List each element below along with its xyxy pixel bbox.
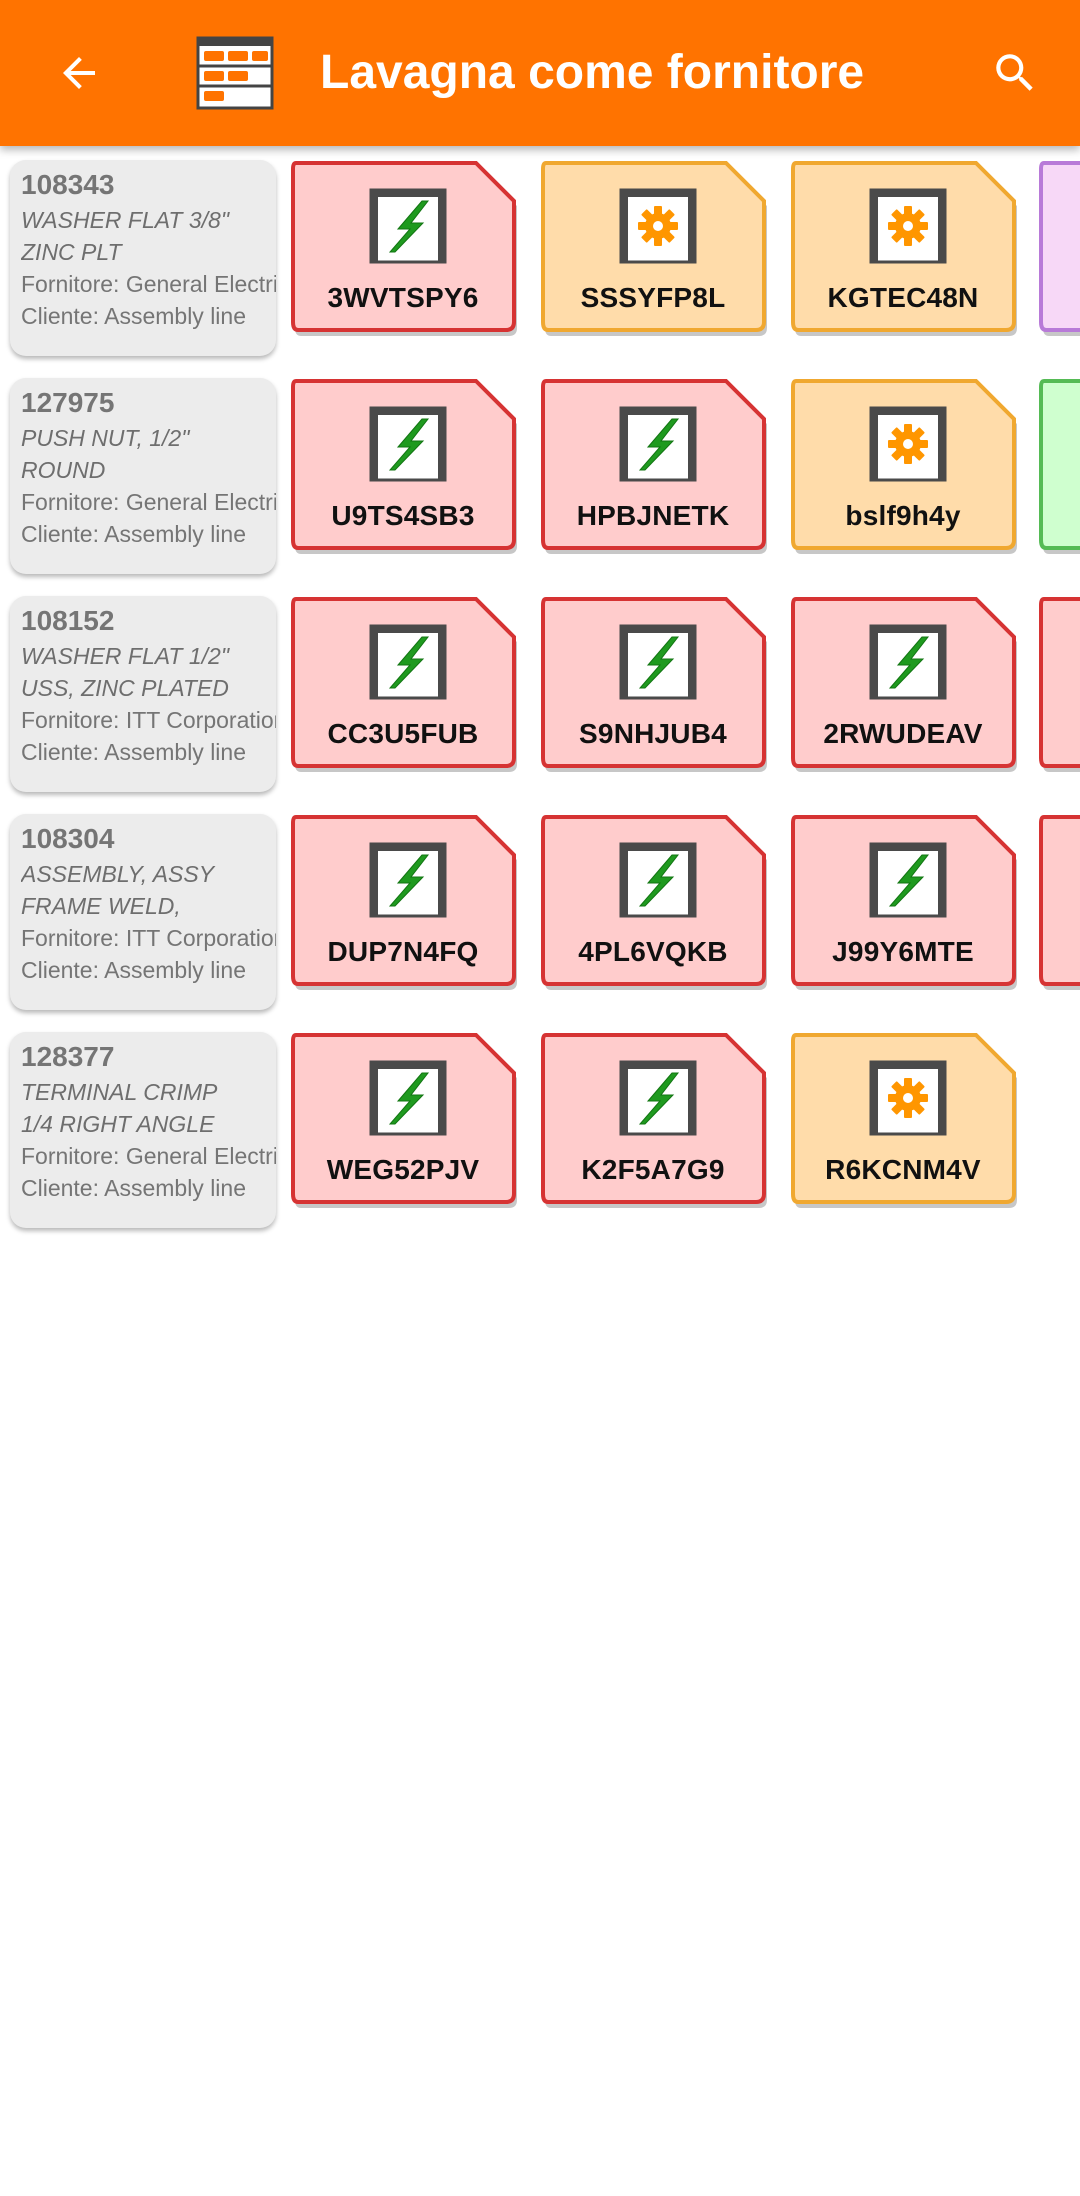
kanban-tile[interactable]: K2F5A7G9 bbox=[540, 1032, 767, 1208]
tile-code: 4PL6VQKB bbox=[578, 936, 728, 967]
arrow-back-icon bbox=[63, 57, 95, 89]
search-button[interactable] bbox=[980, 38, 1050, 108]
kanban-tile[interactable]: HPBJNETK bbox=[540, 378, 767, 554]
kanban-tile[interactable]: DUP7N4FQ bbox=[290, 814, 517, 990]
lightning-icon bbox=[619, 1060, 697, 1136]
item-description: WASHER FLAT 1/2" USS, ZINC PLATED bbox=[21, 643, 229, 701]
lightning-icon bbox=[369, 406, 447, 482]
board-row: 128377 TERMINAL CRIMP 1/4 RIGHT ANGLE Fo… bbox=[0, 1018, 1080, 1236]
lightning-icon bbox=[869, 624, 947, 700]
gear-icon bbox=[869, 1060, 947, 1136]
tile-code: DUP7N4FQ bbox=[327, 936, 479, 967]
app-bar: Lavagna come fornitore bbox=[0, 0, 1080, 146]
gear-icon bbox=[619, 188, 697, 264]
tile-code: C bbox=[1038, 500, 1080, 532]
kanban-tile[interactable]: 4PL6VQKB bbox=[540, 814, 767, 990]
kanban-tile[interactable]: C bbox=[1038, 378, 1080, 554]
tile-code: U9TS4SB3 bbox=[331, 500, 475, 531]
item-code: 128377 bbox=[21, 1041, 115, 1072]
item-customer: Cliente: Assembly line bbox=[21, 303, 246, 329]
item-supplier: Fornitore: General Electric bbox=[21, 489, 276, 515]
item-customer: Cliente: Assembly line bbox=[21, 521, 246, 547]
kanban-tile[interactable]: 2RWUDEAV bbox=[790, 596, 1017, 772]
kanban-tile[interactable]: CC3U5FUB bbox=[290, 596, 517, 772]
kanban-tile[interactable]: J99Y6MTE bbox=[790, 814, 1017, 990]
tile-strip: U9TS4SB3 HPBJNETK bslf9h4y C bbox=[0, 364, 1080, 582]
item-card[interactable]: 108343 WASHER FLAT 3/8" ZINC PLT Fornito… bbox=[10, 160, 276, 356]
tile-code: KGTEC48N bbox=[827, 282, 979, 313]
tile-code: bslf9h4y bbox=[845, 500, 961, 531]
search-icon bbox=[996, 54, 1033, 91]
kanban-tile[interactable]: 4 bbox=[1038, 160, 1080, 336]
lightning-icon bbox=[369, 1060, 447, 1136]
item-code: 108304 bbox=[21, 823, 115, 854]
board-row: 127975 PUSH NUT, 1/2" ROUND Fornitore: G… bbox=[0, 364, 1080, 582]
tile-code: S9NHJUB4 bbox=[579, 718, 727, 749]
item-supplier: Fornitore: General Electric bbox=[21, 1143, 276, 1169]
lightning-icon bbox=[369, 624, 447, 700]
item-code: 127975 bbox=[21, 387, 115, 418]
kanban-tile[interactable]: KGTEC48N bbox=[790, 160, 1017, 336]
gear-icon bbox=[869, 188, 947, 264]
gear-icon bbox=[869, 406, 947, 482]
tile-code: WEG52PJV bbox=[326, 1154, 480, 1185]
item-description: PUSH NUT, 1/2" ROUND bbox=[21, 425, 190, 483]
kanban-tile[interactable]: SSSYFP8L bbox=[540, 160, 767, 336]
tile-strip: DUP7N4FQ 4PL6VQKB J99Y6MTE I bbox=[0, 800, 1080, 1018]
item-card[interactable]: 128377 TERMINAL CRIMP 1/4 RIGHT ANGLE Fo… bbox=[10, 1032, 276, 1228]
item-card[interactable]: 127975 PUSH NUT, 1/2" ROUND Fornitore: G… bbox=[10, 378, 276, 574]
tile-code: 4 bbox=[1038, 282, 1080, 314]
tile-code: 2RWUDEAV bbox=[823, 718, 983, 749]
tile-code: CC3U5FUB bbox=[327, 718, 479, 749]
tile-code: 3WVTSPY6 bbox=[327, 282, 479, 313]
item-customer: Cliente: Assembly line bbox=[21, 957, 246, 983]
kanban-tile[interactable]: R6KCNM4V bbox=[790, 1032, 1017, 1208]
item-supplier: Fornitore: ITT Corporation bbox=[21, 707, 276, 733]
lightning-icon bbox=[869, 842, 947, 918]
board-row: 108152 WASHER FLAT 1/2" USS, ZINC PLATED… bbox=[0, 582, 1080, 800]
item-card[interactable]: 108152 WASHER FLAT 1/2" USS, ZINC PLATED… bbox=[10, 596, 276, 792]
kanban-tile[interactable]: 3WVTSPY6 bbox=[290, 160, 517, 336]
item-code: 108152 bbox=[21, 605, 115, 636]
lightning-icon bbox=[619, 406, 697, 482]
tile-strip: CC3U5FUB S9NHJUB4 2RWUDEAV I bbox=[0, 582, 1080, 800]
tile-code: K2F5A7G9 bbox=[581, 1154, 725, 1185]
tile-background bbox=[1039, 379, 1080, 554]
tile-code: I bbox=[1038, 936, 1080, 968]
kanban-tile[interactable]: WEG52PJV bbox=[290, 1032, 517, 1208]
back-button[interactable] bbox=[44, 38, 114, 108]
tile-code: R6KCNM4V bbox=[825, 1154, 981, 1185]
tile-code: HPBJNETK bbox=[576, 500, 730, 531]
tile-code: J99Y6MTE bbox=[832, 936, 974, 967]
item-code: 108343 bbox=[21, 169, 115, 200]
tile-code: SSSYFP8L bbox=[580, 282, 726, 313]
board-logo-icon bbox=[196, 36, 274, 110]
item-description: TERMINAL CRIMP 1/4 RIGHT ANGLE bbox=[21, 1079, 218, 1137]
kanban-tile[interactable]: bslf9h4y bbox=[790, 378, 1017, 554]
item-description: WASHER FLAT 3/8" ZINC PLT bbox=[21, 207, 229, 265]
item-supplier: Fornitore: General Electric bbox=[21, 271, 276, 297]
tile-background bbox=[1039, 161, 1080, 336]
kanban-tile[interactable]: I bbox=[1038, 596, 1080, 772]
tile-background bbox=[1039, 597, 1080, 772]
item-supplier: Fornitore: ITT Corporation bbox=[21, 925, 276, 951]
item-card[interactable]: 108304 ASSEMBLY, ASSY FRAME WELD, Fornit… bbox=[10, 814, 276, 1010]
lightning-icon bbox=[619, 842, 697, 918]
board-row: 108343 WASHER FLAT 3/8" ZINC PLT Fornito… bbox=[0, 146, 1080, 364]
item-description: ASSEMBLY, ASSY FRAME WELD, bbox=[21, 861, 215, 919]
kanban-tile[interactable]: S9NHJUB4 bbox=[540, 596, 767, 772]
page-title: Lavagna come fornitore bbox=[320, 46, 865, 99]
lightning-icon bbox=[369, 842, 447, 918]
lightning-icon bbox=[369, 188, 447, 264]
lightning-icon bbox=[619, 624, 697, 700]
item-customer: Cliente: Assembly line bbox=[21, 739, 246, 765]
item-customer: Cliente: Assembly line bbox=[21, 1175, 246, 1201]
tile-code: I bbox=[1038, 718, 1080, 750]
kanban-tile[interactable]: U9TS4SB3 bbox=[290, 378, 517, 554]
tile-background bbox=[1039, 815, 1080, 990]
tile-strip: 3WVTSPY6 SSSYFP8L KGTEC48N 4 bbox=[0, 146, 1080, 364]
board-row: 108304 ASSEMBLY, ASSY FRAME WELD, Fornit… bbox=[0, 800, 1080, 1018]
kanban-tile[interactable]: I bbox=[1038, 814, 1080, 990]
tile-strip: WEG52PJV K2F5A7G9 R6KCNM4V bbox=[0, 1018, 1080, 1236]
